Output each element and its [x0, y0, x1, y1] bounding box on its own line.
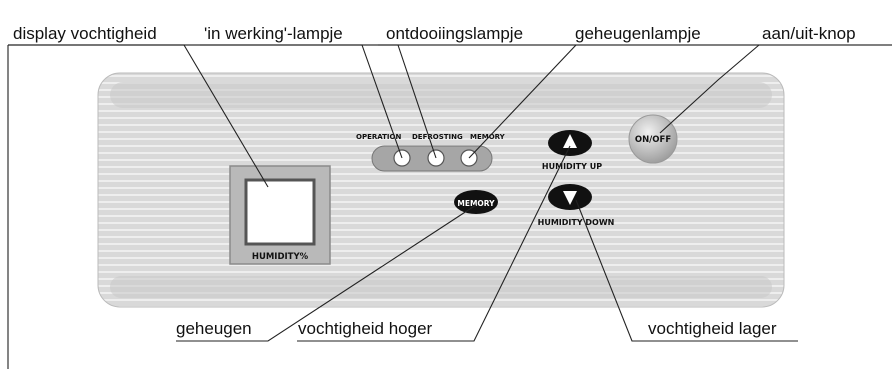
memory-button[interactable]: MEMORY [454, 190, 498, 214]
callout-display-humidity: display vochtigheid [13, 24, 157, 43]
humidity-up-button[interactable]: HUMIDITY UP [542, 130, 602, 171]
humidity-up-label: HUMIDITY UP [542, 162, 602, 171]
callout-operation-lamp: 'in werking'-lampje [204, 24, 343, 43]
callout-humidity-down: vochtigheid lager [648, 319, 777, 338]
arrow-down-icon [563, 191, 577, 205]
operation-lamp-label: OPERATION [356, 133, 401, 141]
humidity-display-label: HUMIDITY% [252, 252, 309, 262]
callout-memory: geheugen [176, 319, 252, 338]
callout-defrost-lamp: ontdooiingslampje [386, 24, 524, 43]
leader-lines [8, 44, 798, 342]
power-button-label: ON/OFF [635, 135, 671, 145]
defrost-lamp-label: DEFROSTING [412, 133, 463, 141]
memory-button-label: MEMORY [457, 199, 495, 208]
memory-lamp-label: MEMORY [470, 133, 506, 141]
control-panel [97, 72, 785, 308]
indicator-lamp-strip: OPERATION DEFROSTING MEMORY [356, 133, 506, 172]
callout-humidity-up: vochtigheid hoger [298, 319, 433, 338]
humidity-down-label: HUMIDITY DOWN [538, 218, 615, 227]
callout-memory-lamp: geheugenlampje [575, 24, 701, 43]
humidity-display: HUMIDITY% [229, 165, 331, 265]
callout-power-button: aan/uit-knop [762, 24, 856, 43]
arrow-up-icon [563, 134, 577, 148]
power-button[interactable]: ON/OFF [628, 114, 678, 164]
humidity-down-button[interactable]: HUMIDITY DOWN [538, 184, 615, 227]
